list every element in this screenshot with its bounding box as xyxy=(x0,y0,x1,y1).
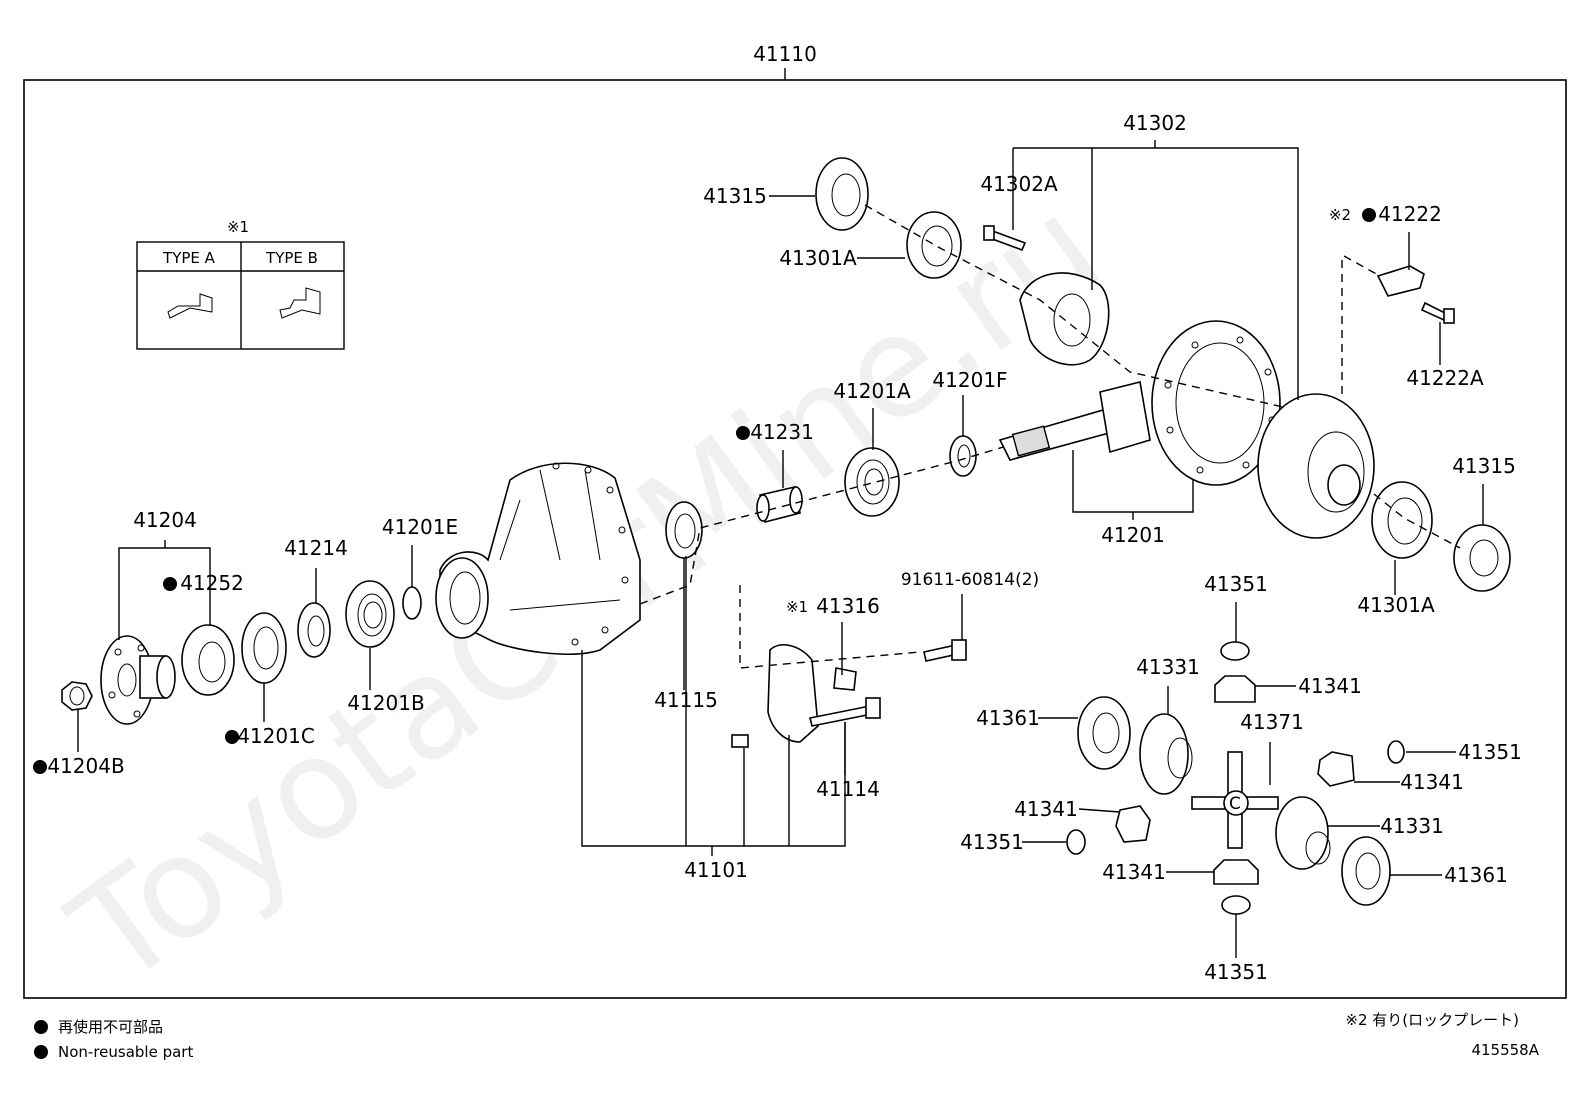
legend-dot-jp xyxy=(34,1020,48,1034)
part-label-41201B[interactable]: 41201B xyxy=(347,691,424,715)
part-label-41201F[interactable]: 41201F xyxy=(932,368,1007,392)
flange-41204[interactable] xyxy=(100,635,176,725)
oil-seal-41201C[interactable] xyxy=(241,612,287,684)
legend-non-reusable-jp: 再使用不可部品 xyxy=(58,1018,163,1036)
seal-41315-right[interactable] xyxy=(1453,524,1511,592)
type-b-label: TYPE B xyxy=(265,249,318,267)
part-label-41361-right[interactable]: 41361 xyxy=(1444,863,1508,887)
part-label-91611-60814[interactable]: 91611-60814(2) xyxy=(901,570,1039,590)
svg-text:C: C xyxy=(1229,794,1241,814)
part-label-41371[interactable]: 41371 xyxy=(1240,710,1304,734)
type-table-note: ※1 xyxy=(227,218,249,236)
part-label-41201[interactable]: 41201 xyxy=(1101,523,1165,547)
dowel-pin[interactable] xyxy=(731,734,749,748)
legend-note-2: ※2 有り(ロックプレート) xyxy=(1345,1011,1519,1029)
part-label-41101[interactable]: 41101 xyxy=(684,858,748,882)
part-label-41302A[interactable]: 41302A xyxy=(980,172,1058,196)
side-gear-41331-top[interactable] xyxy=(1139,713,1193,795)
washer-41351-top[interactable] xyxy=(1220,641,1250,661)
type-table: ※1 TYPE A TYPE B xyxy=(136,218,345,350)
note-1-marker: ※1 xyxy=(786,598,808,616)
part-label-41222[interactable]: 41222 xyxy=(1378,202,1442,226)
part-label-41341-bottom[interactable]: 41341 xyxy=(1102,860,1166,884)
part-label-41331-bottom[interactable]: 41331 xyxy=(1380,814,1444,838)
part-label-41361-left[interactable]: 41361 xyxy=(976,706,1040,730)
bearing-41201A[interactable] xyxy=(844,447,900,517)
pinion-gear-41341-left[interactable] xyxy=(1115,805,1151,843)
washer-41351-bottom[interactable] xyxy=(1221,895,1251,915)
washer-41351-left[interactable] xyxy=(1066,829,1086,855)
bolt-41114[interactable] xyxy=(809,697,881,727)
note-2-marker: ※2 xyxy=(1329,206,1351,224)
part-label-41351-top[interactable]: 41351 xyxy=(1204,572,1268,596)
part-label-41301A-right[interactable]: 41301A xyxy=(1357,593,1435,617)
part-label-41301A-top[interactable]: 41301A xyxy=(779,246,857,270)
part-label-41351-bottom[interactable]: 41351 xyxy=(1204,960,1268,984)
part-label-41201A[interactable]: 41201A xyxy=(833,379,911,403)
part-label-41341-top[interactable]: 41341 xyxy=(1298,674,1362,698)
pinion-shaft-41371[interactable]: C xyxy=(1191,751,1279,849)
washer-41361-left[interactable] xyxy=(1077,696,1131,770)
part-label-41341-left[interactable]: 41341 xyxy=(1014,797,1078,821)
bearing-41301A-right[interactable] xyxy=(1371,481,1433,559)
side-gear-41331-bottom[interactable] xyxy=(1275,796,1331,870)
non-reusable-dot-41204B xyxy=(33,760,47,774)
type-a-label: TYPE A xyxy=(162,249,216,267)
assembly-frame xyxy=(23,79,1567,999)
type-b-bracket-icon xyxy=(279,287,321,319)
pinion-gear-41341-bottom[interactable] xyxy=(1213,859,1259,885)
non-reusable-dot-41222 xyxy=(1362,208,1376,222)
part-label-41222A[interactable]: 41222A xyxy=(1406,366,1484,390)
bolt-91611-60814[interactable] xyxy=(923,639,967,662)
spacer-41201E[interactable] xyxy=(402,586,422,620)
part-label-41114[interactable]: 41114 xyxy=(816,777,880,801)
bearing-41301A-top[interactable] xyxy=(906,211,962,279)
part-label-41115[interactable]: 41115 xyxy=(654,688,718,712)
part-label-41315-right[interactable]: 41315 xyxy=(1452,454,1516,478)
oil-seal-41252[interactable] xyxy=(181,624,235,696)
carrier-housing-41101[interactable] xyxy=(435,462,641,655)
part-label-41231[interactable]: 41231 xyxy=(750,420,814,444)
lock-plate-41222[interactable] xyxy=(1376,265,1425,297)
washer-41351-right[interactable] xyxy=(1387,740,1405,764)
non-reusable-dot-41252 xyxy=(163,577,177,591)
washer-41361-right[interactable] xyxy=(1341,836,1391,906)
part-label-41252[interactable]: 41252 xyxy=(180,571,244,595)
type-a-bracket-icon xyxy=(167,293,213,319)
part-label-41204B[interactable]: 41204B xyxy=(47,754,124,778)
part-label-41316[interactable]: 41316 xyxy=(816,594,880,618)
part-label-41201C[interactable]: 41201C xyxy=(237,724,315,748)
part-label-41214[interactable]: 41214 xyxy=(284,536,348,560)
part-label-41302[interactable]: 41302 xyxy=(1123,111,1187,135)
bearing-41201B[interactable] xyxy=(345,580,395,648)
legend-non-reusable-en: Non-reusable part xyxy=(58,1043,193,1061)
part-label-41351-right[interactable]: 41351 xyxy=(1458,740,1522,764)
seal-41115[interactable] xyxy=(665,501,703,559)
pinion-gear-41341-right[interactable] xyxy=(1317,751,1355,787)
bolt-41302A[interactable] xyxy=(983,225,1027,252)
part-label-41331-top[interactable]: 41331 xyxy=(1136,655,1200,679)
gear-set-41201[interactable] xyxy=(998,320,1281,486)
slinger-41214[interactable] xyxy=(297,602,331,658)
differential-case[interactable] xyxy=(1257,393,1375,539)
washer-41201F[interactable] xyxy=(949,435,977,477)
bolt-41222A[interactable] xyxy=(1420,301,1455,324)
legend-dot-en xyxy=(34,1045,48,1059)
sleeve-41231[interactable] xyxy=(756,486,803,523)
non-reusable-dot-41201C xyxy=(225,730,239,744)
drawing-number: 415558A xyxy=(1471,1041,1539,1059)
bearing-cap-41316[interactable] xyxy=(767,644,857,743)
part-label-41351-left[interactable]: 41351 xyxy=(960,830,1024,854)
nut-41204B[interactable] xyxy=(61,681,93,711)
part-label-41110[interactable]: 41110 xyxy=(753,42,817,66)
part-label-41315-top[interactable]: 41315 xyxy=(703,184,767,208)
pinion-gear-41341-top[interactable] xyxy=(1214,675,1256,703)
part-label-41204[interactable]: 41204 xyxy=(133,508,197,532)
part-label-41341-right[interactable]: 41341 xyxy=(1400,770,1464,794)
part-label-41201E[interactable]: 41201E xyxy=(382,515,458,539)
non-reusable-dot-41231 xyxy=(736,426,750,440)
seal-41315-top[interactable] xyxy=(815,157,869,231)
